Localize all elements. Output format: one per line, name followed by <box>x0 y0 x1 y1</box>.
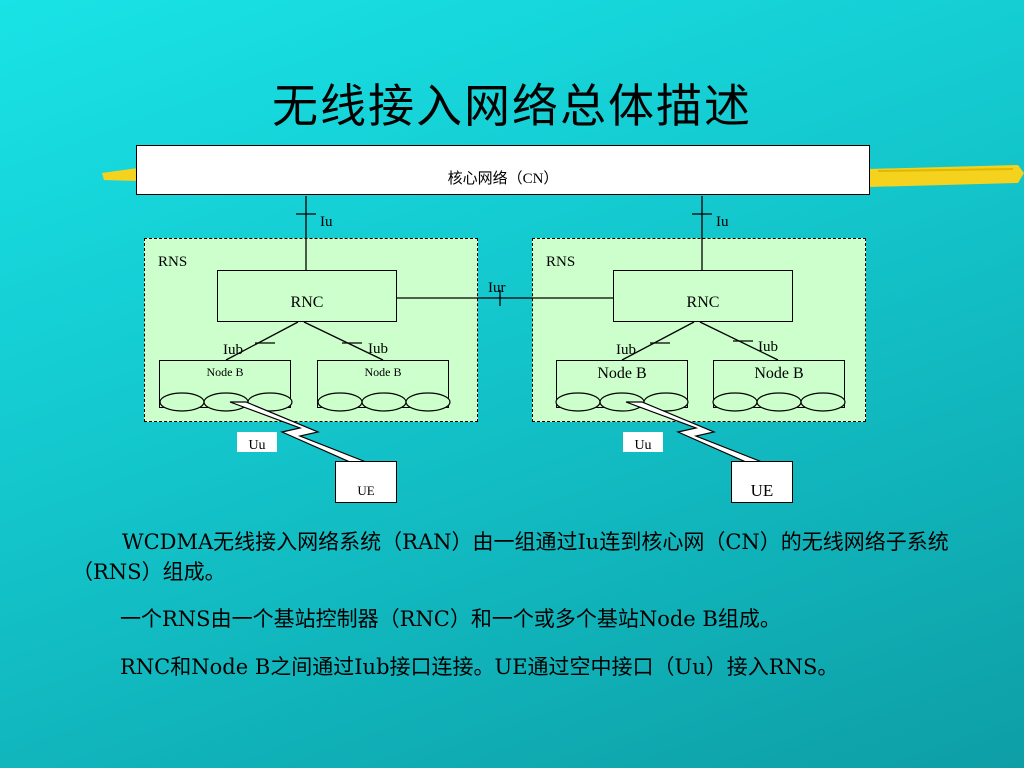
paragraph-3-text: RNC和Node B之间通过Iub接口连接。UE通过空中接口（Uu）接入RNS。 <box>120 655 839 679</box>
paragraph-2: 一个RNS由一个基站控制器（RNC）和一个或多个基站Node B组成。 <box>72 604 972 634</box>
right-highlighter-stroke <box>868 165 1024 187</box>
ue-label-left: UE <box>357 483 375 498</box>
iu-label-left: Iu <box>320 214 333 230</box>
page-title: 无线接入网络总体描述 <box>272 79 752 133</box>
rnc-label-right: RNC <box>686 294 720 311</box>
uu-label-left: Uu <box>237 432 277 453</box>
ue-box-left: UE <box>335 461 397 503</box>
paragraph-2-text: 一个RNS由一个基站控制器（RNC）和一个或多个基站Node B组成。 <box>120 607 781 631</box>
nodeb-label-2: Node B <box>364 365 402 379</box>
core-network-box: 核心网络（CN） <box>136 145 870 195</box>
nodeb-label-1: Node B <box>206 365 244 379</box>
rns-label-right: RNS <box>546 254 576 270</box>
rns-label-left: RNS <box>158 254 188 270</box>
rnc-box-left: RNC <box>217 270 397 322</box>
ue-label-right: UE <box>750 481 774 500</box>
uu-label-left-text: Uu <box>248 438 266 453</box>
paragraph-1-text: WCDMA无线接入网络系统（RAN）由一组通过Iu连到核心网（CN）的无线网络子… <box>72 530 949 584</box>
nodeb-label-3: Node B <box>597 365 647 382</box>
iub-label-2: Iub <box>368 341 388 357</box>
left-highlighter-stroke <box>102 168 138 181</box>
iur-label: Iur <box>488 280 506 296</box>
uu-label-right: Uu <box>623 432 663 453</box>
rnc-box-right: RNC <box>613 270 793 322</box>
iub-label-4: Iub <box>758 339 778 355</box>
paragraph-1: WCDMA无线接入网络系统（RAN）由一组通过Iu连到核心网（CN）的无线网络子… <box>72 527 972 587</box>
ue-box-right: UE <box>731 461 793 503</box>
iub-label-1: Iub <box>223 342 243 358</box>
nodeb-label-4: Node B <box>754 365 804 382</box>
iub-label-3: Iub <box>616 342 636 358</box>
iu-label-right: Iu <box>716 214 729 230</box>
core-network-label: 核心网络（CN） <box>447 171 559 187</box>
uu-label-right-text: Uu <box>634 438 652 453</box>
rnc-label-left: RNC <box>290 294 324 311</box>
paragraph-3: RNC和Node B之间通过Iub接口连接。UE通过空中接口（Uu）接入RNS。 <box>72 652 952 682</box>
